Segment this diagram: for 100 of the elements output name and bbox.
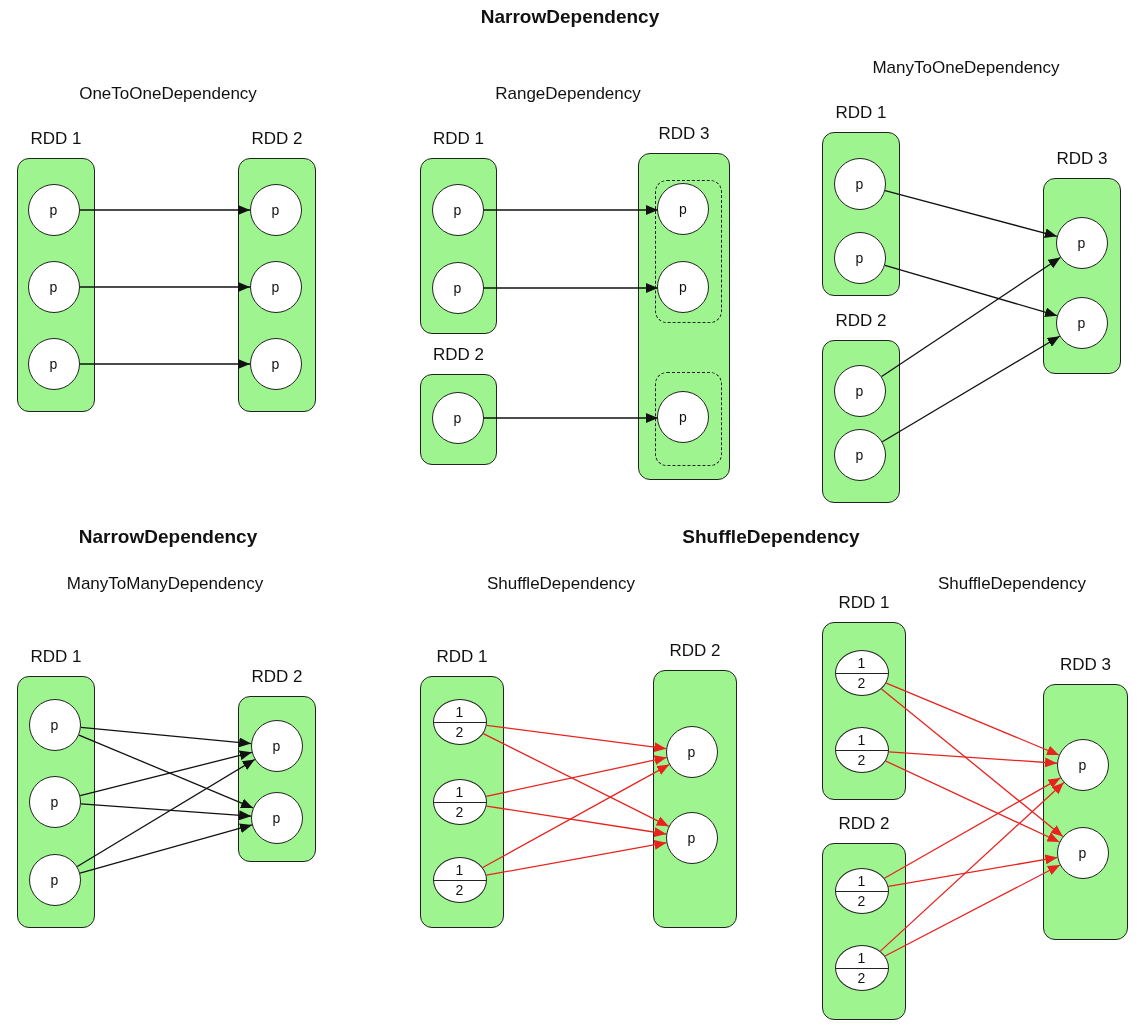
split-partition-circle — [834, 944, 889, 991]
arrow — [80, 803, 252, 821]
partition-circle — [1056, 738, 1109, 791]
dependency-label: ShuffleDependency — [486, 574, 636, 594]
arrow — [881, 256, 1061, 378]
partition-label: p — [855, 175, 864, 192]
partition-label: p — [271, 201, 280, 218]
partition-label: p — [687, 829, 696, 846]
rdd-heading: RDD 1 — [834, 103, 888, 123]
rdd-heading: RDD 1 — [29, 129, 83, 149]
partition-label: p — [453, 201, 462, 218]
partition-circle — [250, 791, 303, 844]
partition-label: p — [687, 743, 696, 760]
partition-label: 1 — [857, 653, 866, 673]
arrow — [482, 733, 670, 827]
rdd-heading: RDD 2 — [250, 129, 304, 149]
partition-label: p — [679, 409, 687, 425]
partition-label: 1 — [455, 702, 464, 722]
partition-circle — [665, 811, 718, 864]
rdd-heading: RDD 2 — [837, 814, 891, 834]
arrow — [76, 758, 256, 868]
arrow — [483, 283, 659, 293]
partition-label: p — [49, 355, 58, 372]
partition-label: 2 — [857, 891, 866, 911]
partition-circle — [1056, 826, 1109, 879]
arrow — [79, 823, 253, 874]
partition-label: p — [1077, 234, 1086, 251]
partition-label: 2 — [857, 968, 866, 988]
partition-label: 1 — [857, 948, 866, 968]
rdd-heading: RDD 1 — [837, 593, 891, 613]
partition-label: p — [679, 279, 687, 295]
partition-label: p — [49, 278, 58, 295]
rdd-heading: RDD 2 — [834, 311, 888, 331]
dependency-label: ManyToManyDependency — [66, 574, 264, 594]
dependency-label: OneToOneDependency — [79, 84, 257, 104]
dependency-label: ShuffleDependency — [937, 574, 1087, 594]
partition-label: p — [50, 871, 59, 888]
partition-circle — [1055, 296, 1108, 349]
arrow — [80, 726, 252, 748]
partition-label: p — [1078, 756, 1087, 773]
partition-label: 2 — [455, 880, 464, 900]
partition-circle — [657, 391, 709, 443]
arrow — [879, 781, 1065, 952]
section-heading: NarrowDependency — [78, 526, 258, 548]
rdd-heading: RDD 3 — [1055, 149, 1109, 169]
arrow — [885, 682, 1060, 756]
arrow — [885, 760, 1061, 843]
arrow — [79, 359, 251, 369]
dependency-label: RangeDependency — [495, 84, 641, 104]
partition-circle — [657, 261, 709, 313]
partition-label: 1 — [857, 871, 866, 891]
rdd-heading: RDD 2 — [250, 667, 304, 687]
partition-label: p — [453, 409, 462, 426]
partition-label: p — [1078, 844, 1087, 861]
rdd-heading: RDD 3 — [657, 124, 711, 144]
arrow — [887, 854, 1059, 888]
arrow — [485, 839, 668, 876]
section-heading: ShuffleDependency — [682, 526, 860, 548]
rdd-heading: RDD 3 — [1059, 655, 1112, 675]
rdd-heading: RDD 1 — [432, 129, 485, 149]
rdd-heading: RDD 2 — [432, 345, 485, 365]
partition-label: p — [50, 716, 59, 733]
partition-label: p — [272, 737, 281, 754]
arrow — [79, 282, 251, 292]
partition-label: 2 — [857, 750, 866, 770]
partition-label: 2 — [455, 722, 464, 742]
partition-label: p — [855, 382, 864, 399]
dependency-label: ManyToOneDependency — [872, 58, 1060, 78]
partition-circle — [1055, 216, 1108, 269]
partition-label: p — [1077, 314, 1086, 331]
arrow — [881, 335, 1061, 443]
partition-label: p — [49, 201, 58, 218]
partition-group-box — [654, 371, 722, 466]
rdd-heading: RDD 2 — [668, 641, 722, 661]
partition-circle — [250, 719, 303, 772]
arrow — [78, 734, 254, 809]
arrow — [884, 864, 1061, 957]
partition-circle — [657, 183, 709, 235]
partition-label: 2 — [857, 673, 866, 693]
partition-label: p — [50, 793, 59, 810]
arrow — [880, 688, 1064, 838]
arrow — [486, 724, 667, 753]
partition-label: p — [855, 446, 864, 463]
arrow — [485, 755, 668, 797]
partition-label: 2 — [455, 802, 464, 822]
diagram-title: NarrowDependency — [480, 6, 660, 28]
arrow — [482, 763, 670, 869]
partition-label: p — [453, 279, 462, 296]
arrow — [888, 751, 1058, 768]
partition-label: p — [271, 355, 280, 372]
partition-label: p — [679, 201, 687, 217]
arrow — [485, 805, 667, 838]
rdd-heading: RDD 1 — [29, 647, 83, 667]
partition-circle — [665, 725, 718, 778]
arrow — [483, 205, 659, 215]
arrow — [79, 205, 251, 215]
partition-label: p — [271, 278, 280, 295]
partition-label: 1 — [455, 860, 464, 880]
partition-label: p — [272, 809, 281, 826]
partition-label: p — [855, 249, 864, 266]
